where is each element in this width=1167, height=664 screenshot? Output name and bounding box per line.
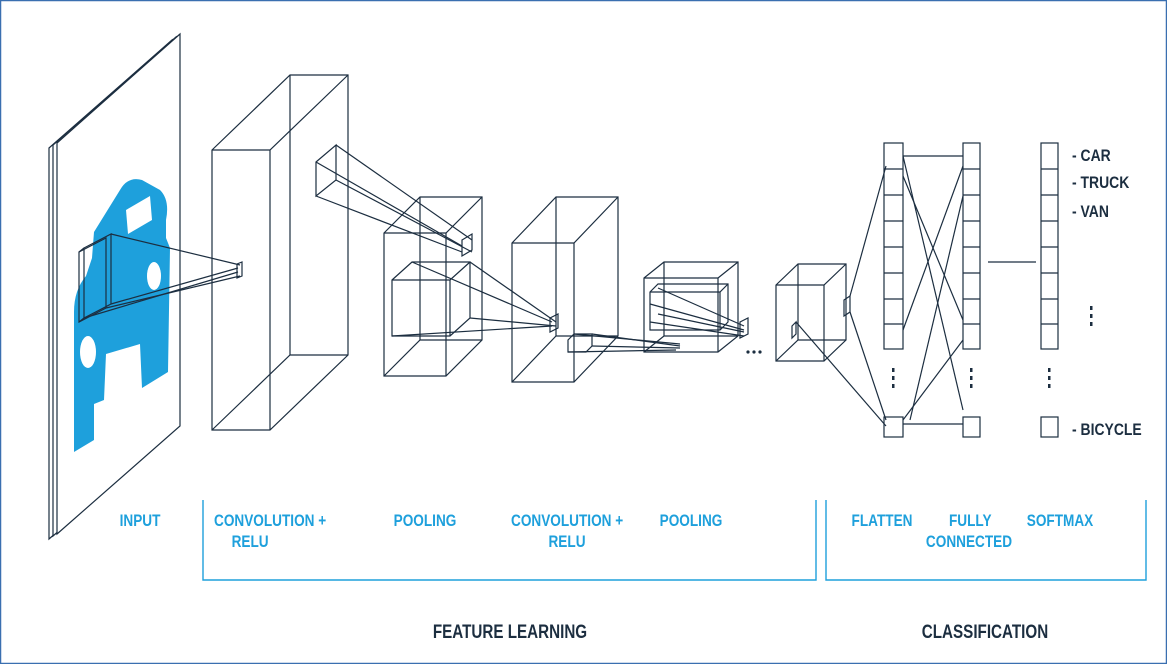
ellipsis-icon [746,350,762,354]
class-label-van: - VAN [1072,202,1109,221]
label-conv2-line1: CONVOLUTION + [511,511,624,530]
fc-vertical-dots [970,368,973,388]
label-conv1-line2: RELU [231,532,269,551]
conv1-volume [211,74,349,431]
pool1-volume [383,196,483,377]
pool2-inner-box [649,283,749,339]
pool1-to-conv2-lines [391,261,559,337]
conv2-to-pool2-lines [567,333,681,353]
label-flatten: FLATTEN [851,511,913,530]
flatten-to-fc-lines [902,155,964,425]
softmax-vertical-dots [1048,306,1093,388]
feature-to-flatten-lines [795,165,887,427]
class-label-bicycle: - BICYCLE [1072,420,1142,439]
car-icon [74,179,170,452]
softmax-column [1040,142,1059,438]
label-fc-line2: CONNECTED [925,532,1013,551]
label-pool1: POOLING [393,511,457,530]
fc-column [962,142,981,438]
section-classification: CLASSIFICATION [921,622,1049,643]
label-conv1-line1: CONVOLUTION + [214,511,327,530]
label-fc-line1: FULLY [949,511,992,530]
class-label-truck: - TRUCK [1072,173,1130,192]
conv1-to-pool1-lines [315,143,473,258]
label-softmax: SOFTMAX [1026,511,1094,530]
label-conv2: CONVOLUTION + RELU [511,510,623,552]
label-conv1: CONVOLUTION + RELU [214,510,326,552]
section-feature-learning: FEATURE LEARNING [432,622,588,643]
feature-learning-bracket [202,500,817,581]
label-fully-connected: FULLY CONNECTED [925,510,1013,552]
label-input: INPUT [119,511,161,530]
classification-bracket [825,500,1147,581]
label-pool2: POOLING [659,511,723,530]
conv2-volume [511,196,619,383]
label-conv2-line2: RELU [548,532,586,551]
pool2-volume [643,261,739,353]
pool1-inner-box [391,261,471,337]
flatten-column [883,142,904,438]
class-label-car: - CAR [1072,146,1111,165]
flatten-vertical-dots [892,368,895,388]
final-feature-volume [775,263,851,362]
